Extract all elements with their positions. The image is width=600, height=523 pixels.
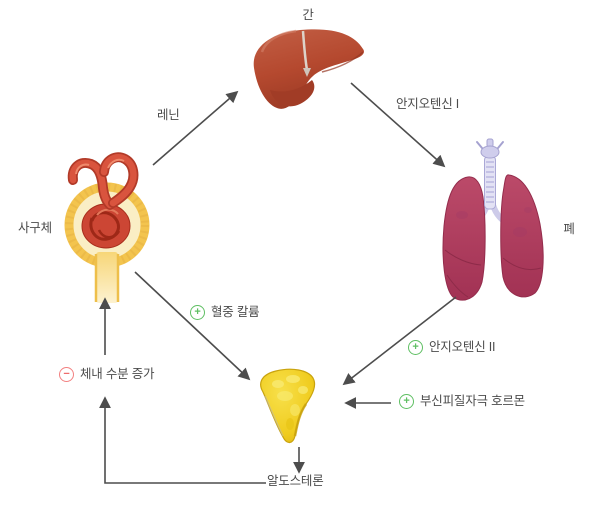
liver-label: 간 <box>302 8 314 22</box>
renin-label: 레닌 <box>157 108 180 122</box>
falciform-ligament <box>301 30 309 71</box>
plus-icon: + <box>399 394 414 409</box>
acth-label: 부신피질자극 호르몬 <box>420 394 525 408</box>
aldosterone-label: 알도스테론 <box>267 474 324 488</box>
angiotensin-1-label: 안지오텐신 I <box>396 97 460 111</box>
arrow-renin <box>152 90 239 166</box>
glomerulus-label: 사구체 <box>18 221 52 235</box>
arrow-angiotensin-1 <box>350 82 446 168</box>
blood-potassium-label: 혈중 칼륨 <box>211 305 260 319</box>
liver-illustration <box>253 29 364 109</box>
plus-icon: + <box>190 305 205 320</box>
trachea-illustration <box>476 138 504 210</box>
body-water-increase-tag: − 체내 수분 증가 <box>59 367 155 382</box>
glomerulus-illustration <box>64 152 150 303</box>
arrow-blood-potassium <box>134 271 251 381</box>
adrenal-gland-illustration <box>260 368 316 444</box>
angiotensin-2-label: 안지오텐신 II <box>429 340 496 354</box>
blood-potassium-tag: + 혈중 칼륨 <box>190 305 260 320</box>
lungs-illustration <box>442 138 544 301</box>
minus-icon: − <box>59 367 74 382</box>
angiotensin-2-tag: + 안지오텐신 II <box>408 340 496 355</box>
acth-tag: + 부신피질자극 호르몬 <box>399 394 525 409</box>
feedback-line-lower <box>99 396 266 484</box>
arrow-angiotensin-2 <box>342 296 457 386</box>
lungs-label: 폐 <box>563 222 575 236</box>
plus-icon: + <box>408 340 423 355</box>
body-water-increase-label: 체내 수분 증가 <box>80 367 155 381</box>
pathway-arrows <box>99 82 457 484</box>
